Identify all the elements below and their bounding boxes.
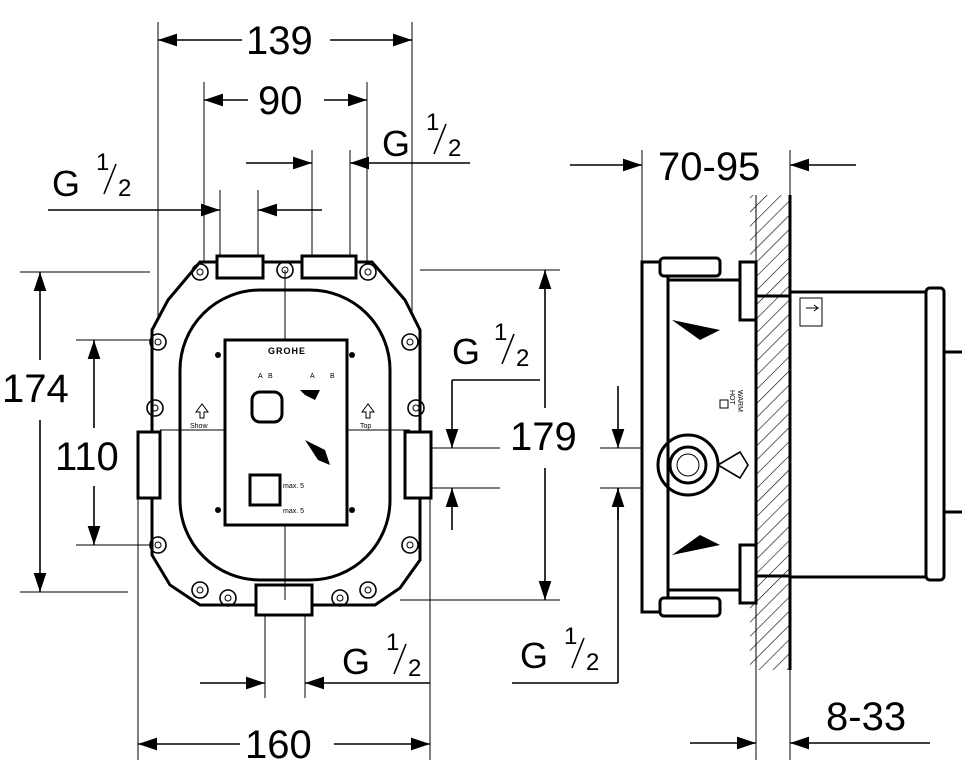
- mounting-holes: [146, 261, 425, 607]
- thread-label-right: G 1 2: [452, 319, 529, 372]
- dim-174: 174: [2, 367, 69, 411]
- thread-label-bottom: G 1 2: [342, 629, 421, 682]
- svg-text:2: 2: [586, 649, 599, 676]
- svg-text:1: 1: [96, 149, 109, 176]
- svg-text:1: 1: [494, 319, 507, 346]
- svg-text:1: 1: [564, 623, 577, 650]
- svg-text:2: 2: [516, 345, 529, 372]
- mounting-plate: GROHE A B A B max. 5 max. 5 Show Top: [190, 338, 375, 527]
- svg-text:G: G: [452, 331, 480, 372]
- dim-160: 160: [245, 723, 312, 767]
- plate-hand-icon: [305, 440, 330, 465]
- thread-label-top-left: G 1 2: [52, 149, 131, 204]
- plate-label-shower: Show: [190, 423, 208, 430]
- plate-label-max: max. 5: [283, 483, 304, 490]
- svg-text:2: 2: [408, 655, 421, 682]
- plate-valve-symbol: [250, 390, 284, 424]
- svg-text:G: G: [520, 635, 548, 676]
- svg-text:G: G: [382, 123, 410, 164]
- top-inlet-left: [215, 254, 265, 280]
- plate-label-max2: max. 5: [283, 508, 304, 515]
- left-outlet: [136, 430, 162, 500]
- svg-text:G: G: [52, 163, 80, 204]
- side-view: WARM HOT 70-95 8-33 G 1 2: [512, 145, 962, 760]
- plate-label-a2: A: [310, 373, 315, 380]
- arrow-up-icon: [361, 403, 375, 419]
- dim-139: 139: [246, 19, 313, 63]
- thread-label-side: G 1 2: [520, 623, 599, 676]
- side-label-hot: HOT: [728, 390, 735, 406]
- right-outlet: [403, 430, 433, 500]
- side-label-warm: WARM: [736, 390, 743, 412]
- svg-text:G: G: [342, 641, 370, 682]
- side-housing: WARM HOT: [640, 256, 962, 618]
- bottom-outlet: [254, 583, 314, 617]
- svg-text:2: 2: [448, 135, 461, 162]
- front-view: GROHE A B A B max. 5 max. 5 Show Top 139…: [2, 19, 577, 767]
- top-inlet-right: [300, 254, 358, 280]
- dim-110: 110: [55, 435, 119, 479]
- plate-square-symbol: [248, 473, 282, 507]
- thread-label-top-right: G 1 2: [382, 109, 461, 164]
- dim-179: 179: [510, 415, 577, 459]
- dimension-lines: [33, 33, 552, 751]
- dim-8-33: 8-33: [826, 695, 906, 739]
- plate-brand: GROHE: [268, 346, 306, 356]
- dim-70-95: 70-95: [658, 145, 760, 189]
- svg-text:1: 1: [426, 109, 439, 136]
- plate-label-a: A: [258, 373, 263, 380]
- plate-label-top: Top: [360, 423, 371, 430]
- plate-label-b2: B: [330, 373, 335, 380]
- plate-label-b: B: [268, 373, 273, 380]
- dim-90: 90: [258, 79, 303, 123]
- svg-text:1: 1: [386, 629, 399, 656]
- arrow-up-icon: [195, 403, 209, 419]
- svg-text:2: 2: [118, 175, 131, 202]
- extension-sleeve: [788, 290, 928, 579]
